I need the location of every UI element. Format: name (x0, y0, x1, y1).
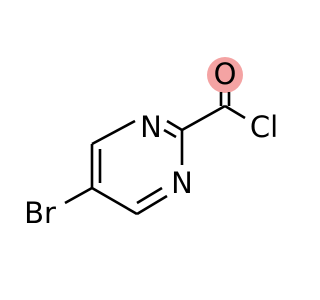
bond-n1-c2 (166, 119, 183, 132)
bond-n1-c2-inner (163, 128, 177, 139)
bond-c4-c5 (91, 186, 138, 216)
ring-bonds (90, 119, 184, 216)
bond-c6-n1 (91, 119, 136, 146)
atom-br-label: Br (24, 196, 56, 230)
bond-c5-br (64, 186, 93, 205)
bond-c-cl (224, 104, 246, 120)
atom-cl-label: Cl (250, 110, 278, 144)
atom-labels: N N Br O Cl (24, 57, 278, 230)
bond-n3-c4 (136, 194, 168, 216)
oxygen-highlight (207, 57, 243, 93)
atom-n3-label: N (171, 166, 193, 200)
bond-c2-cacyl (181, 104, 226, 132)
atom-o-label: O (214, 57, 237, 91)
structure-canvas: N N Br O Cl (24, 57, 278, 230)
molecule-diagram: N N Br O Cl (24, 57, 278, 230)
atom-n1-label: N (140, 110, 162, 144)
bond-n3-c4-inner (136, 186, 163, 205)
substituent-bonds (64, 92, 246, 205)
